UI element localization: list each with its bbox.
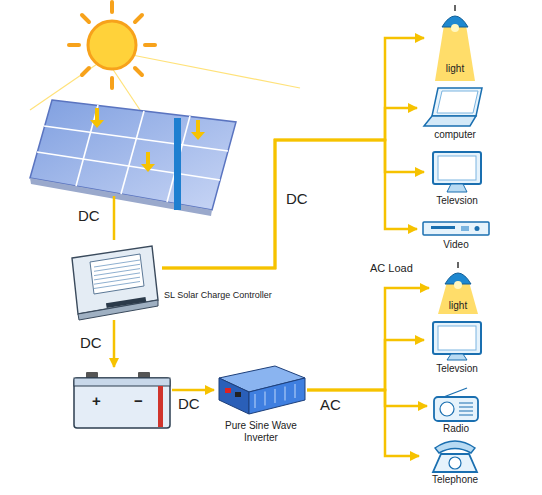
power-connector [307, 288, 429, 390]
current-type-label: AC [318, 396, 343, 413]
device-label: light [446, 63, 464, 75]
solar-panel [30, 100, 236, 216]
terminal-sign: + [92, 392, 101, 409]
group-heading: AC Load [368, 262, 415, 274]
power-connector [113, 320, 116, 367]
load-device: Televsion [425, 150, 489, 208]
load-device: light [425, 5, 485, 85]
load-device: light [430, 262, 486, 317]
radio-icon [431, 388, 481, 422]
power-connector [307, 390, 419, 456]
inv-icon [215, 364, 307, 416]
load-device: Video [418, 218, 494, 252]
panel-to-controller-wire [113, 196, 116, 240]
sun [69, 2, 155, 88]
power-connector [162, 140, 417, 268]
phone-icon [429, 436, 481, 474]
tv-icon [429, 320, 485, 362]
power-connector [162, 38, 424, 268]
device-label: Radio [443, 423, 469, 435]
power-connector [172, 389, 214, 392]
device-label: SL Solar Charge Controller [164, 290, 272, 300]
load-device: Televsion [425, 320, 489, 376]
ctrl-icon [66, 240, 162, 320]
vcr-icon [421, 218, 491, 238]
device-label: Pure Sine Wave Inverter [211, 420, 311, 443]
device-label: computer [434, 129, 476, 141]
power-connector [162, 108, 417, 268]
device-label: Video [443, 239, 468, 251]
device-label: Televsion [436, 363, 478, 375]
device-label: Telephone [432, 474, 478, 486]
load-device: computer [418, 86, 492, 142]
terminal-sign: − [134, 392, 143, 409]
current-type-label: DC [176, 395, 202, 412]
laptop-icon [424, 86, 486, 128]
device-label: Televsion [436, 195, 478, 207]
batt-icon [72, 368, 172, 430]
power-connector [307, 340, 424, 390]
battery: +− [72, 368, 172, 430]
device-label: light [449, 300, 467, 312]
current-type-label: DC [78, 334, 104, 351]
current-type-label: DC [76, 207, 102, 224]
tv-icon [429, 150, 485, 194]
load-device: Telephone [420, 436, 490, 488]
charge-controller: SL Solar Charge Controller [66, 240, 162, 320]
load-device: Radio [428, 388, 484, 434]
power-connector [162, 140, 424, 268]
inverter: Pure Sine Wave Inverter [215, 364, 307, 416]
current-type-label: DC [284, 190, 310, 207]
